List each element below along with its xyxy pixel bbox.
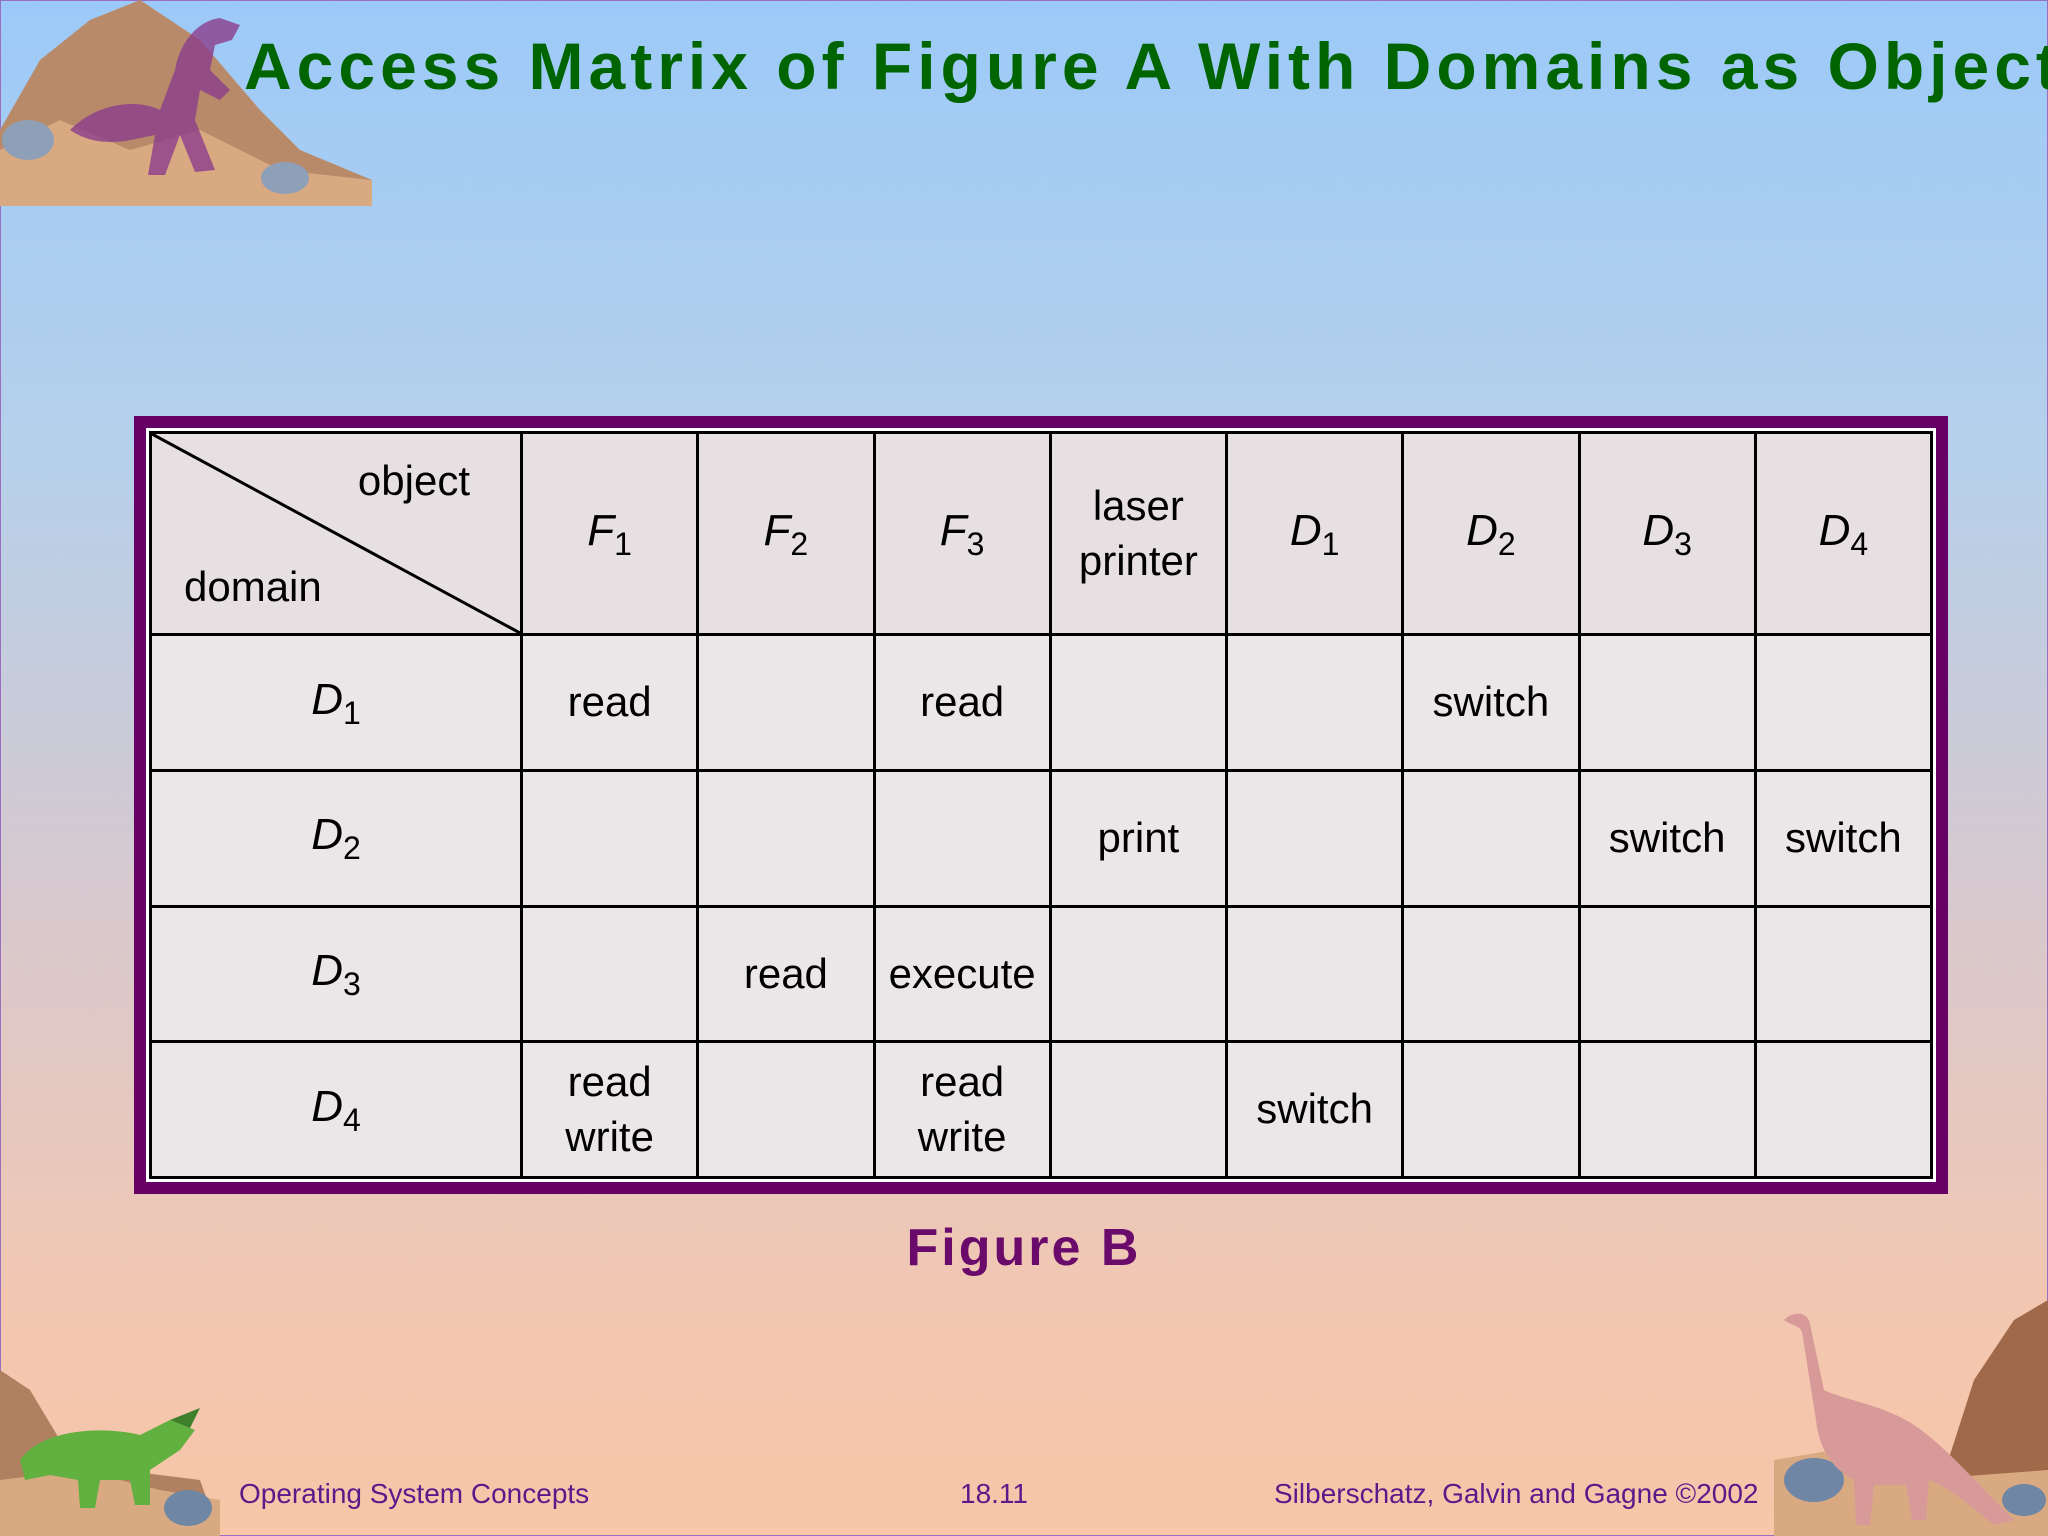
matrix-row: D3 read execute	[149, 904, 1934, 1044]
matrix-cell: read write	[519, 1040, 700, 1179]
column-header-f3: F3	[872, 431, 1052, 636]
access-right: execute	[888, 949, 1036, 997]
row-header-domain: D2	[149, 768, 523, 908]
column-header-d1: D1	[1224, 431, 1405, 636]
matrix-cell	[1577, 904, 1757, 1044]
footer-right: Silberschatz, Galvin and Gagne ©2002	[1274, 1478, 1759, 1509]
row-header-domain: D1	[149, 633, 523, 772]
matrix-cell	[1577, 633, 1757, 772]
access-right: switch	[1432, 678, 1550, 726]
triceratops-dinosaur-icon	[0, 1370, 220, 1536]
access-right: read	[743, 949, 828, 997]
footer-left: Operating System Concepts	[239, 1478, 590, 1509]
corner-diagonal-line	[152, 434, 520, 633]
matrix-cell: execute	[872, 904, 1052, 1044]
matrix-cell: switch	[1577, 768, 1757, 908]
matrix-cell: read	[519, 633, 700, 772]
corner-domain-label: domain	[184, 563, 322, 611]
access-right: read	[567, 678, 652, 726]
matrix-cell	[1401, 904, 1581, 1044]
matrix-cell	[696, 768, 876, 908]
row-header-domain: D3	[149, 904, 523, 1044]
column-header-d2: D2	[1401, 431, 1581, 636]
matrix-corner-cell: object domain	[149, 431, 523, 636]
matrix-cell	[1401, 1040, 1581, 1179]
matrix-cell: read	[872, 633, 1052, 772]
matrix-cell	[1401, 768, 1581, 908]
matrix-cell	[1753, 1040, 1934, 1179]
access-right: switch	[1256, 1085, 1373, 1133]
matrix-cell: read write	[872, 1040, 1052, 1179]
access-right: switch	[1608, 813, 1726, 861]
brontosaurus-dinosaur-icon	[1774, 1300, 2048, 1536]
slide-title: Access Matrix of Figure A With Domains a…	[244, 29, 2048, 103]
matrix-cell: switch	[1401, 633, 1581, 772]
matrix-cell	[1224, 904, 1405, 1044]
access-right: write	[917, 1112, 1007, 1160]
access-right: write	[565, 1112, 654, 1160]
column-header-d3: D3	[1577, 431, 1757, 636]
matrix-cell	[1048, 904, 1229, 1044]
matrix-cell: print	[1048, 768, 1229, 908]
corner-object-label: object	[357, 457, 470, 504]
column-header-d4: D4	[1753, 431, 1934, 636]
matrix-cell	[1048, 633, 1229, 772]
matrix-cell	[1753, 633, 1934, 772]
access-right: read	[567, 1058, 652, 1106]
access-right: print	[1097, 813, 1180, 861]
figure-caption: Figure B	[906, 1219, 1142, 1277]
matrix-cell	[1048, 1040, 1229, 1179]
matrix-cell	[1753, 904, 1934, 1044]
matrix-cell	[1224, 768, 1405, 908]
access-right: read	[920, 1058, 1005, 1106]
matrix-cell: switch	[1224, 1040, 1405, 1179]
trex-dinosaur-icon	[0, 0, 372, 206]
footer-page-number: 18.11	[960, 1478, 1028, 1509]
access-right: switch	[1785, 813, 1902, 861]
matrix-cell	[1224, 633, 1405, 772]
matrix-cell	[872, 768, 1052, 908]
matrix-cell: switch	[1753, 768, 1934, 908]
matrix-cell	[696, 633, 876, 772]
matrix-cell	[519, 904, 700, 1044]
matrix-cell	[519, 768, 700, 908]
matrix-row: D2 print switch switch	[149, 768, 1934, 908]
matrix-cell: read	[696, 904, 876, 1044]
access-right: read	[920, 678, 1005, 726]
matrix-row: D1 read read switch	[149, 633, 1934, 772]
matrix-cell	[1577, 1040, 1757, 1179]
column-header-f2: F2	[696, 431, 876, 636]
column-header-f1: F1	[519, 431, 700, 636]
matrix-cell	[696, 1040, 876, 1179]
row-header-domain: D4	[149, 1040, 523, 1179]
matrix-row: D4 read write read write switch	[149, 1040, 1934, 1179]
